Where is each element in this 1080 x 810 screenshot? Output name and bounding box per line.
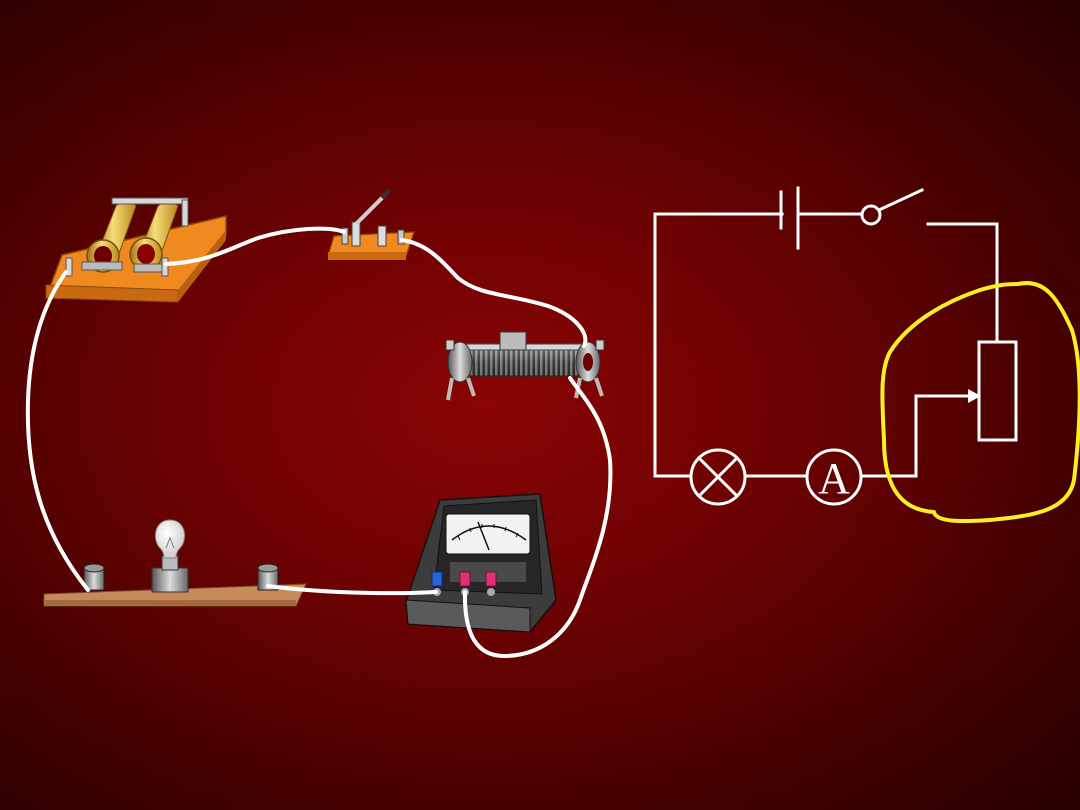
wire-rheostat-to-ammeter <box>462 376 613 658</box>
wire-battery-to-lamp <box>25 270 90 592</box>
connecting-wires <box>25 226 613 658</box>
wire-switch-to-rheostat <box>400 238 588 348</box>
schematic-wire-top-left <box>653 212 784 478</box>
ammeter-label: A <box>818 454 850 503</box>
lamp-symbol <box>689 448 747 506</box>
light-bulb-icon <box>151 519 189 593</box>
ammeter-symbol: A <box>805 448 863 506</box>
rheostat-symbol <box>886 340 1018 478</box>
switch-symbol <box>860 188 924 226</box>
battery-symbol <box>779 186 800 250</box>
circuit-schematic: A <box>653 186 1018 506</box>
highlight-loop <box>880 281 1080 524</box>
lamp-board-icon <box>43 519 307 607</box>
knife-switch-icon <box>327 188 415 260</box>
wire-battery-to-switch <box>164 226 346 266</box>
ammeter-icon <box>405 493 557 633</box>
binding-post <box>257 563 279 591</box>
battery-holder-icon <box>44 197 227 303</box>
wire-ammeter-to-lamp <box>266 584 438 596</box>
binding-post <box>83 563 105 591</box>
schematic-wire-right <box>926 222 999 344</box>
rheostat-icon <box>445 331 605 401</box>
